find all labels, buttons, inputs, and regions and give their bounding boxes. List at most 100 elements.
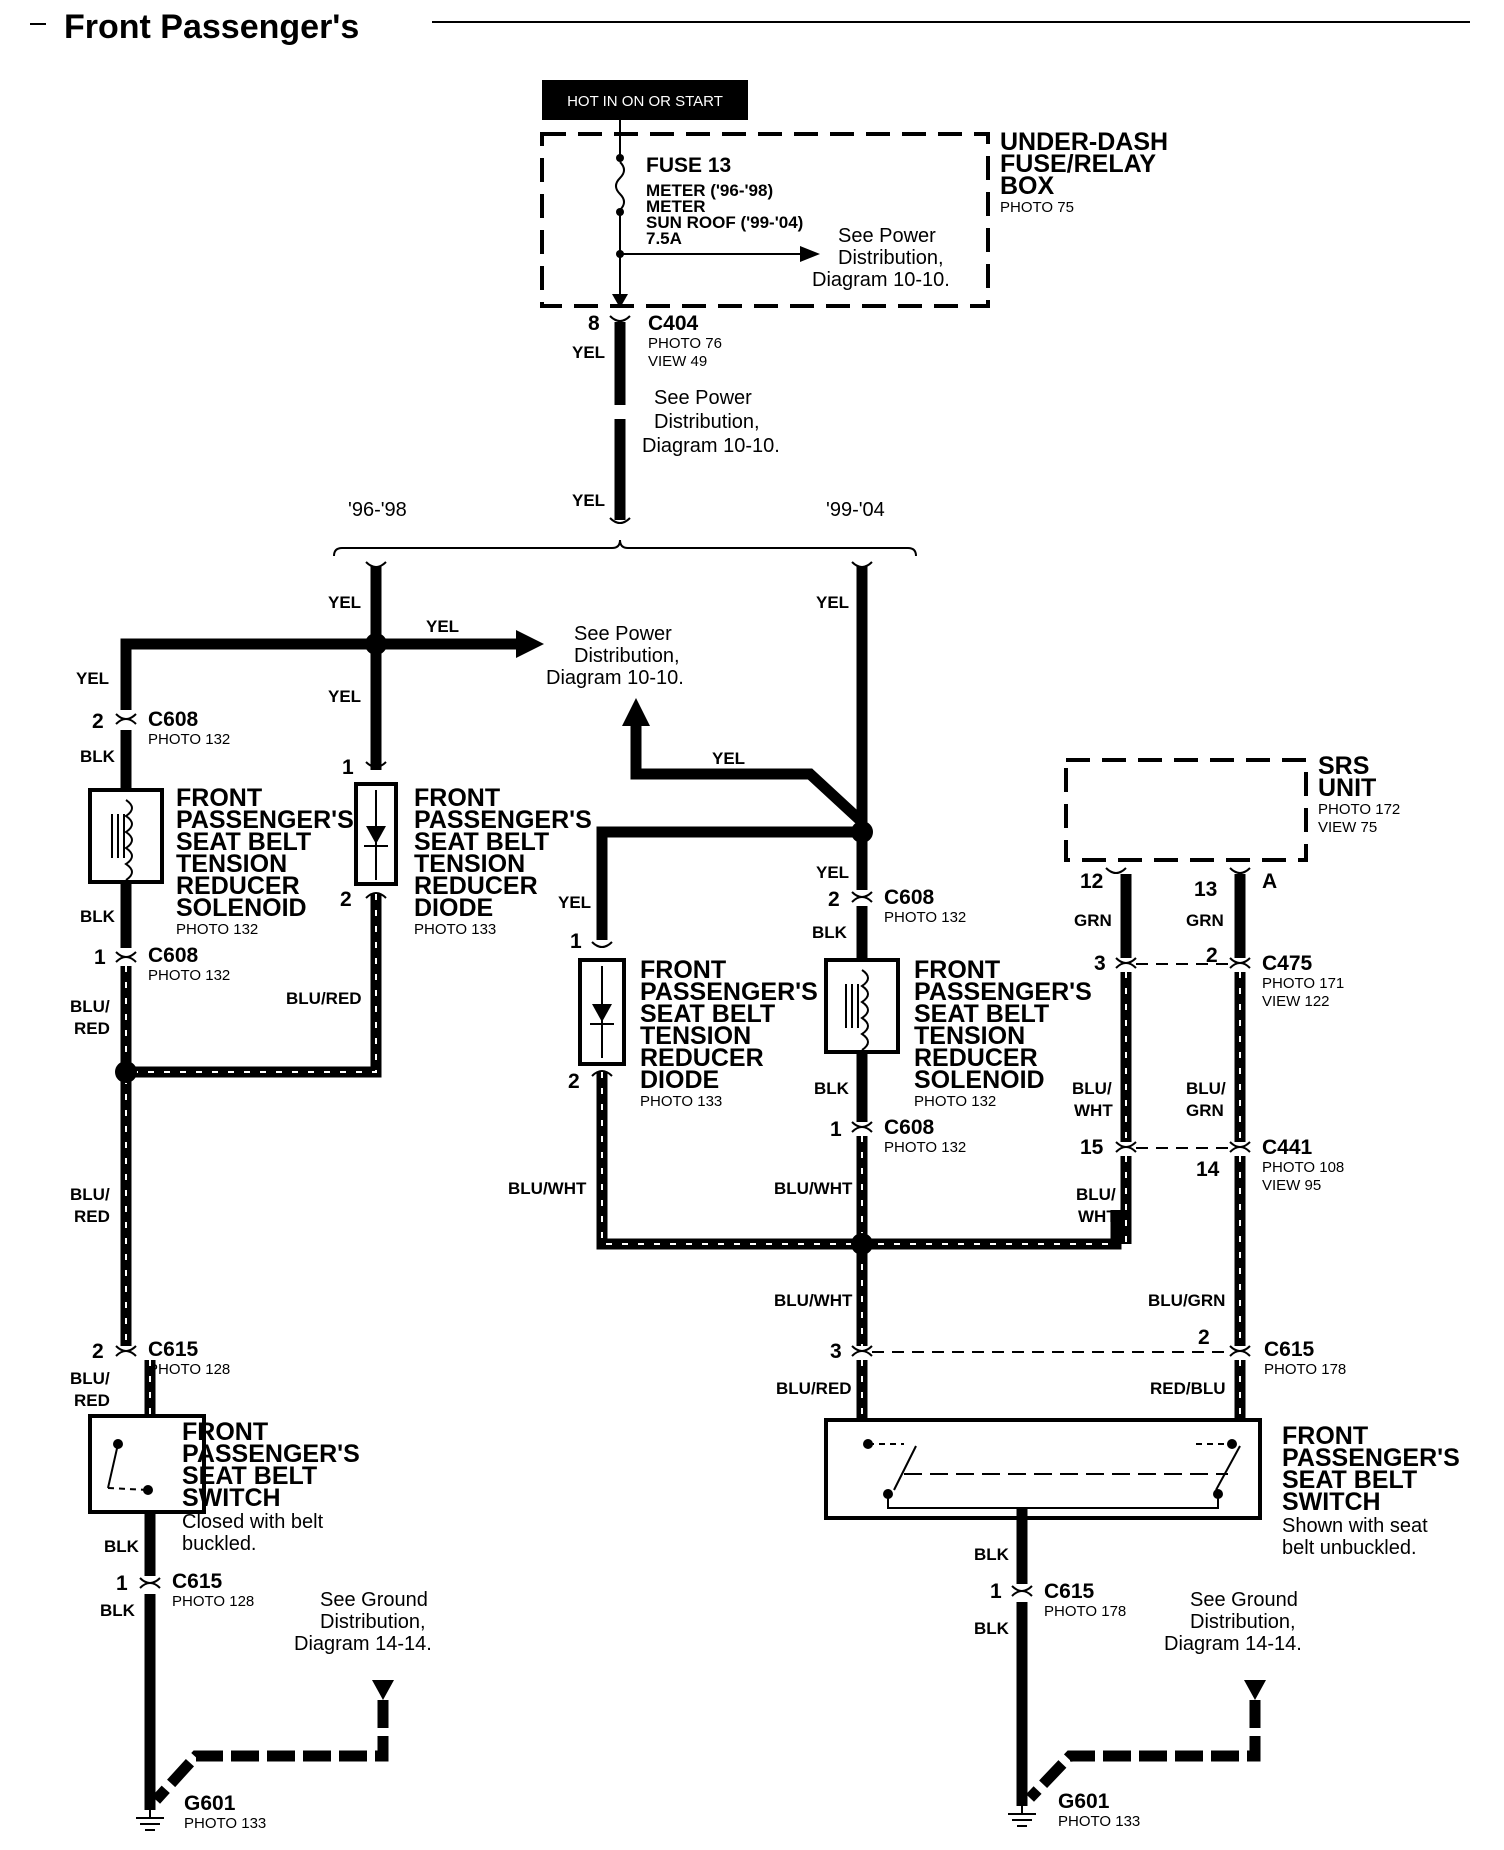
solenoid-left-line-4: TENSION [176,850,287,878]
switch-left-line-4: SWITCH [182,1484,281,1512]
c608-pin-2: 2 [92,710,104,733]
c475-name: C475 [1262,952,1313,975]
solenoid-left-line-2: PASSENGER'S [176,806,354,834]
see-ground-1c: Diagram 14-14. [294,1633,432,1655]
c615-left-name: C615 [148,1338,199,1361]
see-power-2b: Distribution, [654,411,760,433]
c441-view: VIEW 95 [1262,1177,1321,1194]
diode-left-pin-2: 2 [340,888,352,911]
c608-photo: PHOTO 132 [884,1139,966,1156]
c404-photo: PHOTO 76 [648,335,722,352]
srs-line-2: UNIT [1318,774,1376,802]
wire-label-yel: YEL [426,617,459,636]
arrow-down-icon [372,1680,394,1700]
wire-label-blu-wht: WHT [1078,1207,1117,1226]
wire-label-yel: YEL [328,593,361,612]
wire-label-yel: YEL [572,491,605,510]
diode-right-line-3: SEAT BELT [640,1000,775,1028]
see-ground-1a: See Ground [320,1589,428,1611]
wire-label-yel: YEL [816,863,849,882]
fuse-icon [615,161,625,211]
c475-pin-3: 3 [1094,952,1106,975]
wire-label-yel: YEL [572,343,605,362]
c615-right-name: C615 [1044,1580,1095,1603]
switch-right-note-1: Shown with seat [1282,1515,1428,1537]
diode-left-line-3: SEAT BELT [414,828,549,856]
wire-label-blk: BLK [80,907,116,926]
wire-label-blk: BLK [974,1545,1010,1564]
wire-label-blu-wht: BLU/WHT [508,1179,587,1198]
c615-right-name: C615 [1264,1338,1315,1361]
g601-right-photo: PHOTO 133 [1058,1813,1140,1830]
solenoid-right-line-4: TENSION [914,1022,1025,1050]
c475-view: VIEW 122 [1262,993,1330,1010]
solenoid-left-line-6: SOLENOID [176,894,307,922]
switch-right-line-4: SWITCH [1282,1488,1381,1516]
see-ground-1b: Distribution, [320,1611,426,1633]
diode-left-line-4: TENSION [414,850,525,878]
g601-left-photo: PHOTO 133 [184,1815,266,1832]
coil-icon [124,799,133,881]
fuse-line-1: METER ('96-'98) [646,181,773,200]
c615-right-pin-3: 3 [830,1340,842,1363]
c608-pin-1: 1 [94,946,106,969]
see-ground-2c: Diagram 14-14. [1164,1633,1302,1655]
diode-left-line-2: PASSENGER'S [414,806,592,834]
diode-left-pin-1: 1 [342,756,354,779]
wire-label-grn: GRN [1186,911,1224,930]
diode-right-line-2: PASSENGER'S [640,978,818,1006]
solenoid-left [88,788,164,884]
wire-label-blu-red: RED [74,1019,110,1038]
solenoid-right-line-3: SEAT BELT [914,1000,1049,1028]
diode-right-pin-2: 2 [568,1070,580,1093]
arrow-right-icon [800,246,820,262]
diode-right-line-4: TENSION [640,1022,751,1050]
fuse-line-3: SUN ROOF ('99-'04) [646,213,803,232]
solenoid-left-line-1: FRONT [176,784,262,812]
c615-left-name: C615 [172,1570,223,1593]
arrow-right-icon [516,630,544,658]
wire-label-blu-grn: BLU/GRN [1148,1291,1225,1310]
diode-right-line-6: DIODE [640,1066,719,1094]
diode-icon [366,826,386,844]
solenoid-right-line-5: REDUCER [914,1044,1038,1072]
power-label: HOT IN ON OR START [567,93,723,110]
c441-name: C441 [1262,1136,1313,1159]
diode-left-line-6: DIODE [414,894,493,922]
wire-label-blu-wht: BLU/WHT [774,1179,853,1198]
c404-pin: 8 [588,312,600,335]
wire-label-blk: BLK [814,1079,850,1098]
power-label-box [542,80,748,120]
see-power-3a: See Power [574,623,672,645]
diode-icon [592,1004,612,1022]
c608-photo: PHOTO 132 [148,731,230,748]
switch-contact-icon [893,1445,917,1491]
diode-left-line-5: REDUCER [414,872,538,900]
wire-label-blu-red: BLU/ [70,1185,110,1204]
wire-label-blu-red: RED [74,1207,110,1226]
diode-left-line-1: FRONT [414,784,500,812]
wire-label-red-blu: RED/BLU [1150,1379,1226,1398]
solenoid-right-line-1: FRONT [914,956,1000,984]
see-power-1b: Distribution, [838,247,944,269]
see-power-2a: See Power [654,387,752,409]
wire-label-blu-wht: BLU/WHT [774,1291,853,1310]
switch-left-line-1: FRONT [182,1418,268,1446]
wire-label-blu-wht: BLU/ [1076,1185,1116,1204]
wire-label-yel: YEL [328,687,361,706]
switch-contact-icon [1215,1445,1241,1491]
c615-left-photo: PHOTO 128 [172,1593,254,1610]
c608-right-pin-1: 1 [830,1118,842,1141]
wire-label-yel: YEL [558,893,591,912]
c615-right-pin-1: 1 [990,1580,1002,1603]
solenoid-left-line-5: REDUCER [176,872,300,900]
year-right: '99-'04 [826,499,885,521]
srs-pin-a: A [1262,870,1277,893]
c441-pin-15: 15 [1080,1136,1104,1159]
wire-label-blu-red: BLU/ [70,1369,110,1388]
c475-photo: PHOTO 171 [1262,975,1344,992]
wire-label-blk: BLK [974,1619,1010,1638]
fuse-box-name-2: FUSE/RELAY [1000,150,1156,178]
wire-label-blk: BLK [100,1601,136,1620]
see-ground-2a: See Ground [1190,1589,1298,1611]
